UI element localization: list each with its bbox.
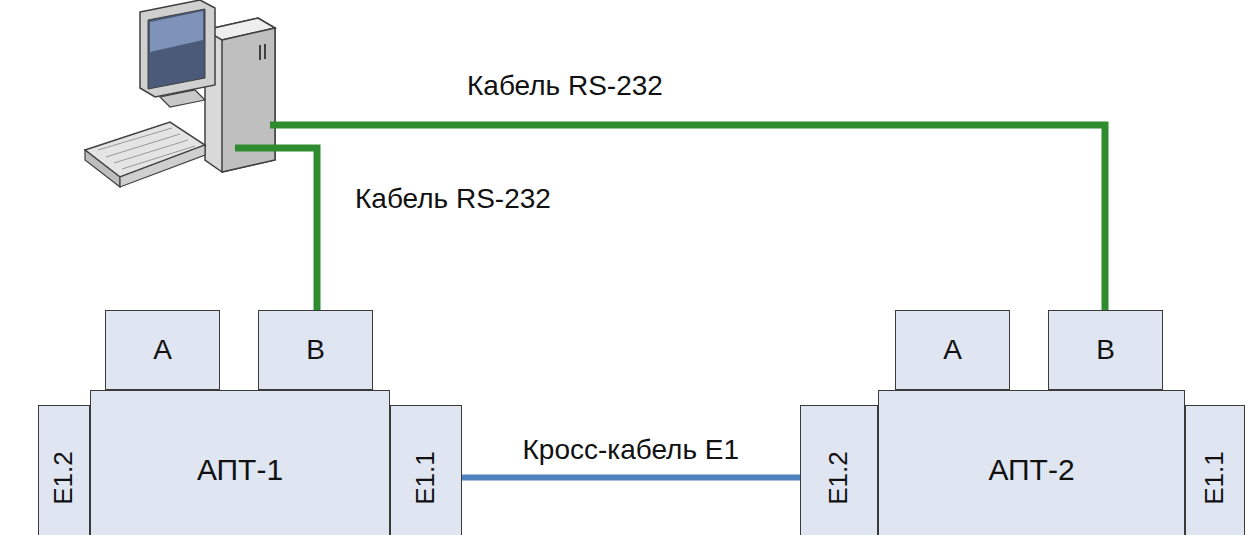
box-label: B <box>1096 334 1115 366</box>
e1-cross-cable <box>462 475 800 481</box>
e1-port-box: E1.1 <box>390 405 462 535</box>
cable-label: Кросс-кабель E1 <box>523 434 740 466</box>
port-box: A <box>105 310 220 390</box>
port-label: E1.1 <box>1200 451 1230 505</box>
box-label: АПТ-2 <box>988 453 1074 488</box>
port-box: B <box>1048 310 1163 390</box>
port-box: A <box>895 310 1010 390</box>
rs232-cable <box>235 148 317 310</box>
e1-port-box: E1.2 <box>38 405 90 535</box>
port-label: E1.1 <box>411 451 441 505</box>
computer-icon <box>85 0 275 187</box>
box-label: АПТ-1 <box>197 453 283 488</box>
e1-port-box: E1.2 <box>800 405 878 535</box>
port-label: E1.2 <box>824 451 854 505</box>
box-label: B <box>306 334 325 366</box>
device-box: АПТ-2 <box>878 390 1185 535</box>
device-box: АПТ-1 <box>90 390 390 535</box>
cable-label: Кабель RS-232 <box>355 183 551 215</box>
rs232-cable <box>270 125 1105 310</box>
port-label: E1.2 <box>49 451 79 505</box>
port-box: B <box>258 310 373 390</box>
e1-port-box: E1.1 <box>1185 405 1245 535</box>
cable-label: Кабель RS-232 <box>467 70 663 102</box>
box-label: A <box>153 334 172 366</box>
box-label: A <box>943 334 962 366</box>
